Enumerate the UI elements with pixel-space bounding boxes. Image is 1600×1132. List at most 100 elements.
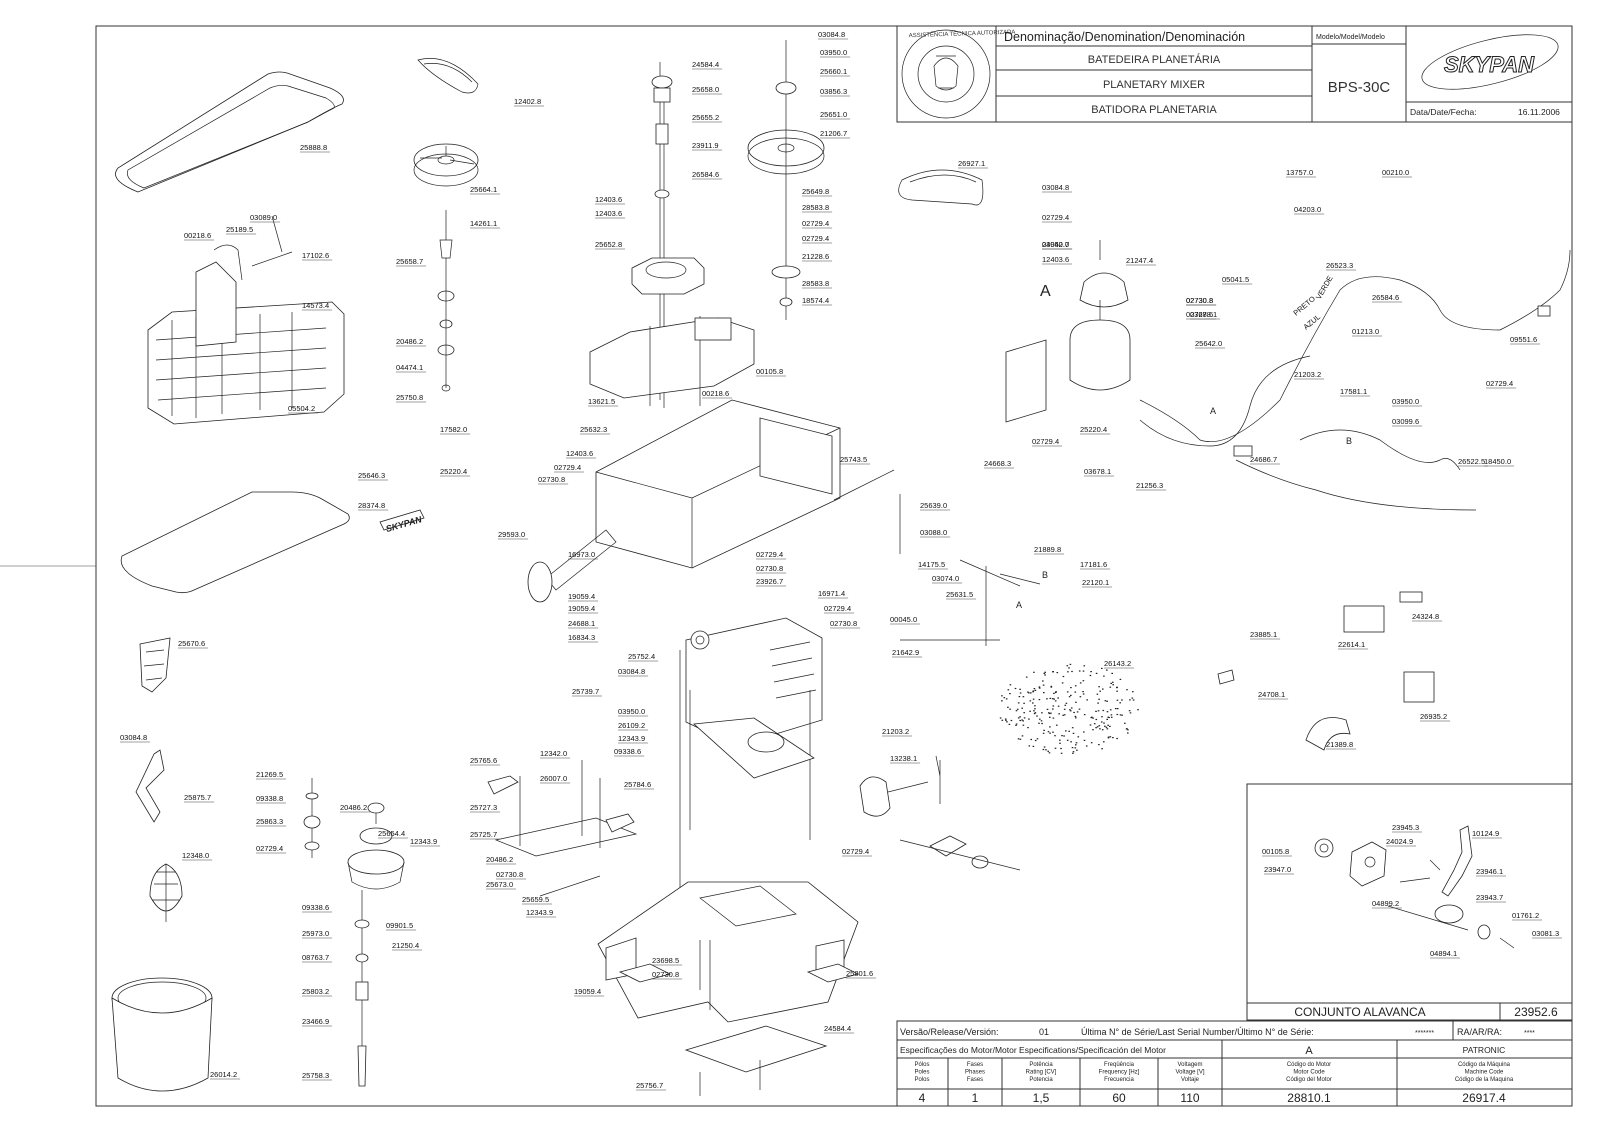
spec-headers: PólosPolesPolosFasesPhasesFasesPotênciaR…	[914, 1062, 1513, 1083]
part-label: 17181.6	[1080, 560, 1107, 569]
part-label: 08763.7	[302, 953, 329, 962]
part-label: 12343.9	[526, 908, 553, 917]
part-label: 13757.0	[1286, 168, 1313, 177]
spec-header: Freqüência	[1104, 1062, 1135, 1068]
part-label: 24584.4	[692, 60, 719, 69]
part-label: 25652.8	[595, 240, 622, 249]
spec-header: Motor Code	[1293, 1070, 1325, 1076]
inset-part-label: 04894.1	[1430, 949, 1457, 958]
part-label: 03084.8	[120, 733, 147, 742]
part-label: 02730.8	[1186, 296, 1213, 305]
part-label: 22614.1	[1338, 640, 1365, 649]
seal-text: ASSISTÊNCIA TÉCNICA AUTORIZADA	[908, 28, 1015, 40]
part-label: 16971.4	[818, 589, 845, 598]
spec-header: Código de la Maquina	[1455, 1077, 1514, 1083]
part-label: 00105.8	[756, 367, 783, 376]
marker-a-small-2: A	[1016, 600, 1022, 610]
part-label: 26109.2	[618, 721, 645, 730]
spec-header: Machine Code	[1465, 1070, 1504, 1076]
wire-label-verde: VERDE	[1314, 274, 1335, 301]
part-label: 04474.1	[396, 363, 423, 372]
part-label: 21389.8	[1326, 740, 1353, 749]
spec-header: Pólos	[914, 1062, 929, 1068]
part-label: 05041.5	[1222, 275, 1249, 284]
part-label: 24686.7	[1250, 455, 1277, 464]
part-label: 24324.8	[1412, 612, 1439, 621]
spec-header: Frecuencia	[1104, 1077, 1134, 1083]
part-label: 14261.1	[470, 219, 497, 228]
name-pt: BATEDEIRA PLANETÁRIA	[1088, 53, 1221, 66]
part-label: 26143.2	[1104, 659, 1131, 668]
part-label: 13238.1	[890, 754, 917, 763]
release-label: Versão/Release/Versión:	[900, 1027, 999, 1037]
part-label: 25888.8	[300, 143, 327, 152]
part-label: 01213.0	[1352, 327, 1379, 336]
part-label: 09338.6	[302, 903, 329, 912]
spec-value: 1,5	[1033, 1091, 1050, 1105]
part-label: 25739.7	[572, 687, 599, 696]
date-value: 16.11.2006	[1518, 107, 1560, 117]
part-label: 19059.4	[568, 604, 595, 613]
part-label: 09901.5	[386, 921, 413, 930]
part-label: 03084.8	[818, 30, 845, 39]
part-label: 19059.4	[568, 592, 595, 601]
part-label: 25189.5	[226, 225, 253, 234]
spec-header: Voltage [V]	[1175, 1070, 1204, 1076]
spec-value: 1	[972, 1091, 979, 1105]
part-label: 17582.0	[440, 425, 467, 434]
inset-part-label: 04899.2	[1372, 899, 1399, 908]
part-label: 23466.9	[302, 1017, 329, 1026]
part-label: 02730.8	[652, 970, 679, 979]
part-label: 25752.4	[628, 652, 655, 661]
parts-drawing: SKYPAN	[111, 38, 1571, 1096]
release-value: 01	[1039, 1027, 1049, 1037]
spec-header: Potência	[1029, 1062, 1053, 1068]
part-label: 24042.7	[1042, 240, 1069, 249]
model-header: Modelo/Model/Modelo	[1316, 34, 1385, 41]
part-label: 23885.1	[1250, 630, 1277, 639]
part-label: 02730.8	[538, 475, 565, 484]
part-label: 25743.5	[840, 455, 867, 464]
part-label: 12348.0	[182, 851, 209, 860]
part-label: 00218.6	[702, 389, 729, 398]
spec-value: 26917.4	[1462, 1091, 1506, 1105]
inset-part-label: 24024.9	[1386, 837, 1413, 846]
inset-part-label: 23945.3	[1392, 823, 1419, 832]
name-en: PLANETARY MIXER	[1103, 79, 1205, 91]
part-label: 12403.6	[1042, 255, 1069, 264]
part-label: 16834.3	[568, 633, 595, 642]
part-label: 02729.4	[256, 844, 283, 853]
part-label: 03084.8	[618, 667, 645, 676]
part-label: 28374.8	[358, 501, 385, 510]
part-label: 24584.4	[824, 1024, 851, 1033]
part-label: 23911.9	[692, 141, 719, 150]
part-label: 03950.0	[618, 707, 645, 716]
part-label: 21889.8	[1034, 545, 1061, 554]
part-label: 02729.4	[1042, 213, 1069, 222]
part-label: 02730.8	[756, 564, 783, 573]
part-label: 21256.3	[1136, 481, 1163, 490]
part-label: 02729.4	[842, 847, 869, 856]
part-label: 20486.2	[340, 803, 367, 812]
marker-a-main: A	[1040, 283, 1051, 300]
spec-header: Potencia	[1029, 1077, 1053, 1083]
part-label: 22120.1	[1082, 578, 1109, 587]
part-label: 12343.9	[410, 837, 437, 846]
part-label: 26014.2	[210, 1070, 237, 1079]
part-label: 25654.4	[378, 829, 405, 838]
motor-column: A	[1305, 1045, 1313, 1057]
spec-header: Fases	[967, 1062, 983, 1068]
part-label: 26522.5	[1458, 457, 1485, 466]
part-label: 25758.3	[302, 1071, 329, 1080]
marker-b-1: B	[1346, 436, 1352, 446]
part-label: 25803.2	[302, 987, 329, 996]
part-label: 25725.7	[470, 830, 497, 839]
part-label: 02729.4	[756, 550, 783, 559]
part-label: 02730.8	[1186, 296, 1213, 305]
part-label: 16973.0	[568, 550, 595, 559]
part-label: 25658.7	[396, 257, 423, 266]
inset-code: 23952.6	[1514, 1005, 1558, 1019]
part-label: 21203.2	[882, 727, 909, 736]
part-label: 03099.6	[1392, 417, 1419, 426]
part-label: 23926.7	[756, 577, 783, 586]
